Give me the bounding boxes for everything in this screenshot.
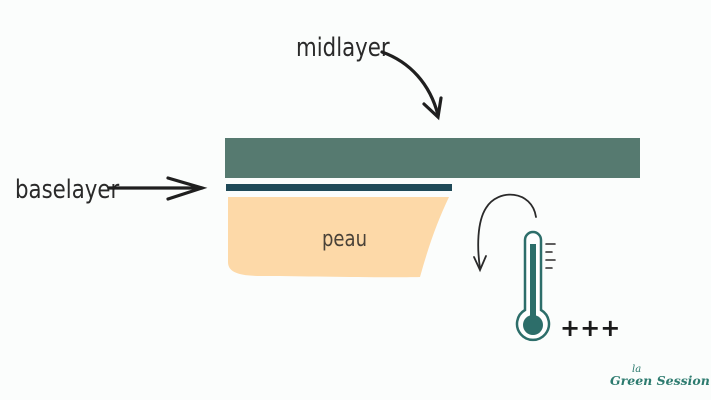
heat-indicator: +++ <box>560 314 620 342</box>
brand-logo: la Green Session <box>610 364 710 388</box>
midlayer-bar <box>225 138 640 178</box>
baselayer-label: baselayer <box>15 174 119 205</box>
midlayer-label: midlayer <box>296 32 390 63</box>
brand-small-text: la <box>632 364 641 375</box>
baselayer-bar <box>226 184 452 191</box>
brand-name-text: Green Session <box>610 373 710 388</box>
midlayer-arrow-icon <box>380 50 443 121</box>
skin-shape <box>228 197 449 278</box>
curved-arrow-icon <box>473 193 537 273</box>
skin-label: peau <box>322 225 367 251</box>
thermometer-icon <box>515 230 556 342</box>
baselayer-arrow-icon <box>107 176 208 201</box>
